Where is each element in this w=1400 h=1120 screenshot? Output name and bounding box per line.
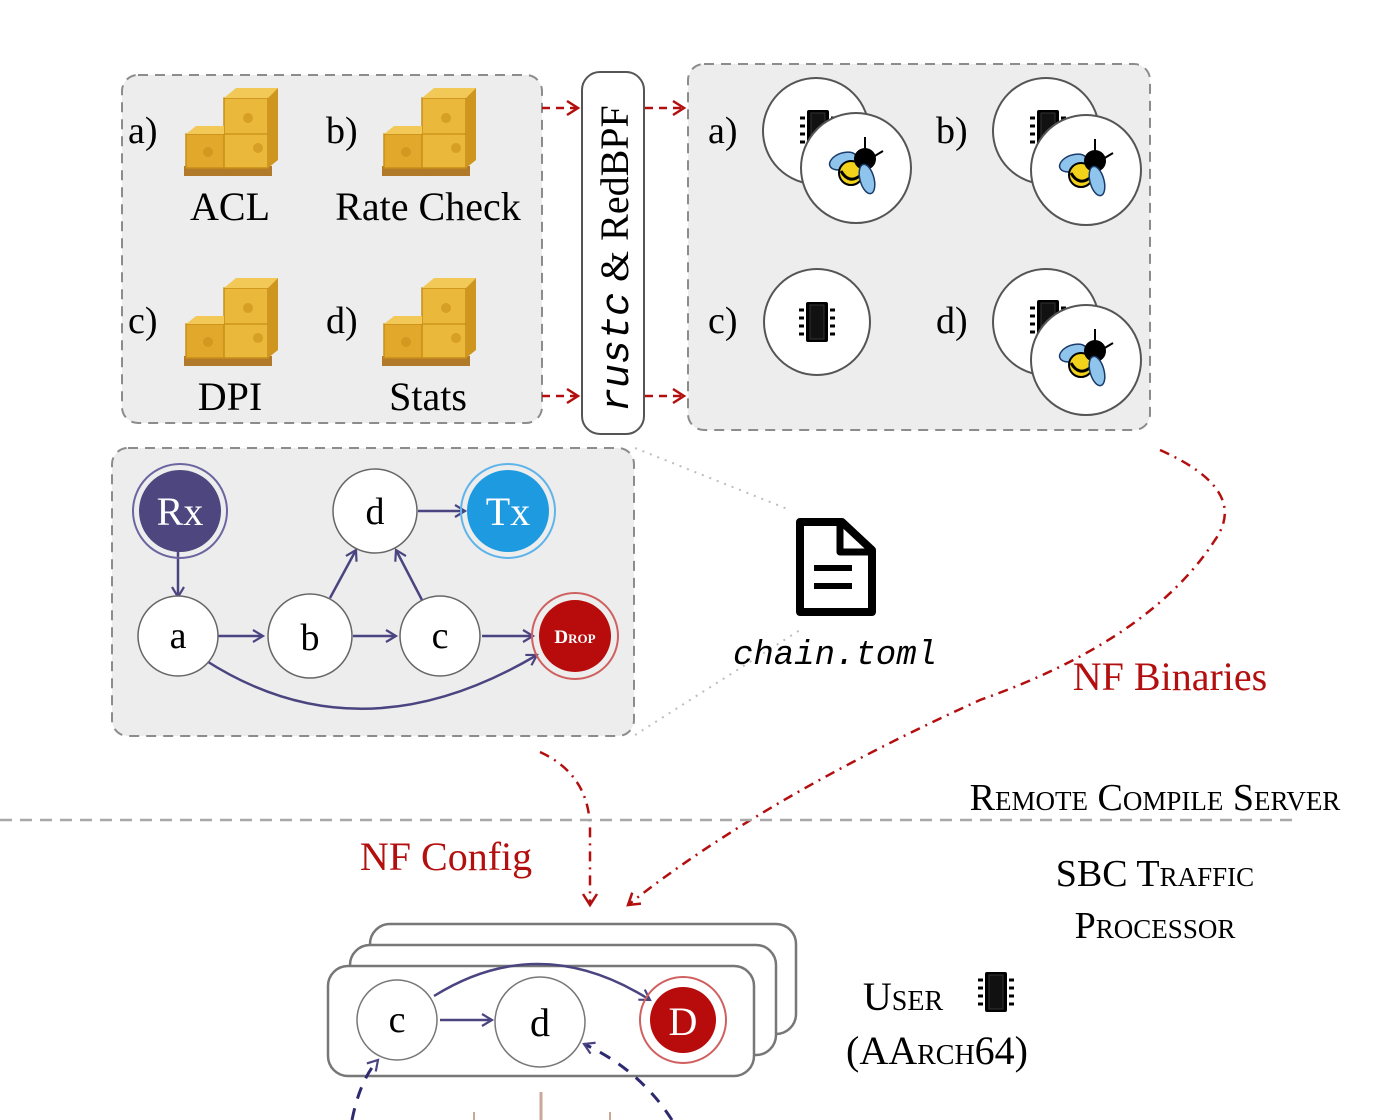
crate-name: DPI	[198, 374, 262, 419]
sbc-label-line1: SBC Traffic	[1056, 853, 1254, 895]
crate-item-b[interactable]: b) Rate Check	[326, 87, 521, 229]
binary-item-d[interactable]: d)	[936, 268, 1142, 416]
crates-panel: a) ACL b) Rate Check c) DPI d) Stats	[121, 74, 543, 424]
node-label: Rx	[157, 489, 204, 534]
graph-panel: Rx Tx Drop a b c d	[111, 447, 635, 737]
sbc-node-drop[interactable]: D	[639, 976, 727, 1064]
user-label: User	[863, 974, 944, 1019]
sbc-edge-c-drop	[433, 962, 652, 1002]
sbc-chain-stack: c d D	[326, 922, 798, 1078]
binary-item-a[interactable]: a)	[708, 77, 912, 224]
binary-letter: b)	[936, 110, 968, 152]
binary-letter: d)	[936, 300, 968, 342]
nf-binaries-label: NF Binaries	[1073, 654, 1267, 699]
node-a[interactable]: a	[137, 595, 219, 677]
node-label: d	[530, 1000, 550, 1045]
nf-config-arrow	[539, 750, 599, 908]
binary-letter: c)	[708, 300, 738, 342]
config-file[interactable]: chain.toml	[733, 518, 937, 675]
chip-icon	[976, 970, 1016, 1014]
node-label: b	[301, 617, 320, 659]
node-tx[interactable]: Tx	[460, 463, 556, 559]
node-label: a	[170, 615, 187, 657]
node-label: c	[389, 999, 406, 1041]
compiler-box: rustc & RedBPF	[581, 71, 645, 435]
crate-name: Stats	[389, 374, 467, 419]
crate-name: Rate Check	[335, 184, 521, 229]
file-icon	[796, 518, 876, 616]
edge-c-d	[394, 548, 424, 601]
binary-letter: a)	[708, 110, 738, 152]
node-label: Drop	[554, 627, 595, 648]
nf-config-label: NF Config	[360, 834, 532, 879]
user-label-group: User (AArch64)	[846, 970, 1028, 1073]
edge-a-drop	[204, 653, 539, 710]
binary-item-c[interactable]: c)	[708, 268, 871, 376]
crate-letter: d)	[326, 300, 358, 342]
node-label: D	[669, 999, 698, 1044]
crate-item-d[interactable]: d) Stats	[326, 277, 477, 419]
crate-item-a[interactable]: a) ACL	[128, 87, 279, 229]
compile-arrows	[542, 99, 687, 405]
sbc-label-line2: Processor	[1075, 905, 1236, 947]
crate-letter: a)	[128, 110, 158, 152]
node-b[interactable]: b	[267, 593, 353, 679]
config-connectors	[634, 447, 801, 736]
crate-letter: b)	[326, 110, 358, 152]
remote-server-label: Remote Compile Server	[970, 777, 1341, 819]
crate-name: ACL	[190, 184, 270, 229]
node-label: c	[432, 615, 449, 657]
node-c[interactable]: c	[399, 595, 481, 677]
node-d[interactable]: d	[332, 468, 418, 554]
sbc-node-c[interactable]: c	[356, 979, 438, 1061]
node-label: Tx	[486, 489, 530, 534]
config-file-name: chain.toml	[733, 637, 937, 675]
node-rx[interactable]: Rx	[132, 463, 228, 559]
crate-letter: c)	[128, 300, 158, 342]
compiler-rest: & RedBPF	[592, 105, 637, 292]
bottom-connectors	[350, 1041, 674, 1120]
node-drop[interactable]: Drop	[531, 592, 619, 680]
node-label: d	[366, 491, 385, 533]
compiler-mono: rustc	[596, 292, 641, 412]
binaries-panel: a) b) c) d)	[687, 63, 1151, 431]
binary-item-b[interactable]: b)	[936, 77, 1142, 226]
arch-label: (AArch64)	[846, 1028, 1028, 1073]
sbc-node-d[interactable]: d	[494, 976, 586, 1068]
crate-item-c[interactable]: c) DPI	[128, 277, 279, 419]
compiler-label: rustc & RedBPF	[592, 105, 641, 412]
edge-b-d	[328, 548, 358, 599]
